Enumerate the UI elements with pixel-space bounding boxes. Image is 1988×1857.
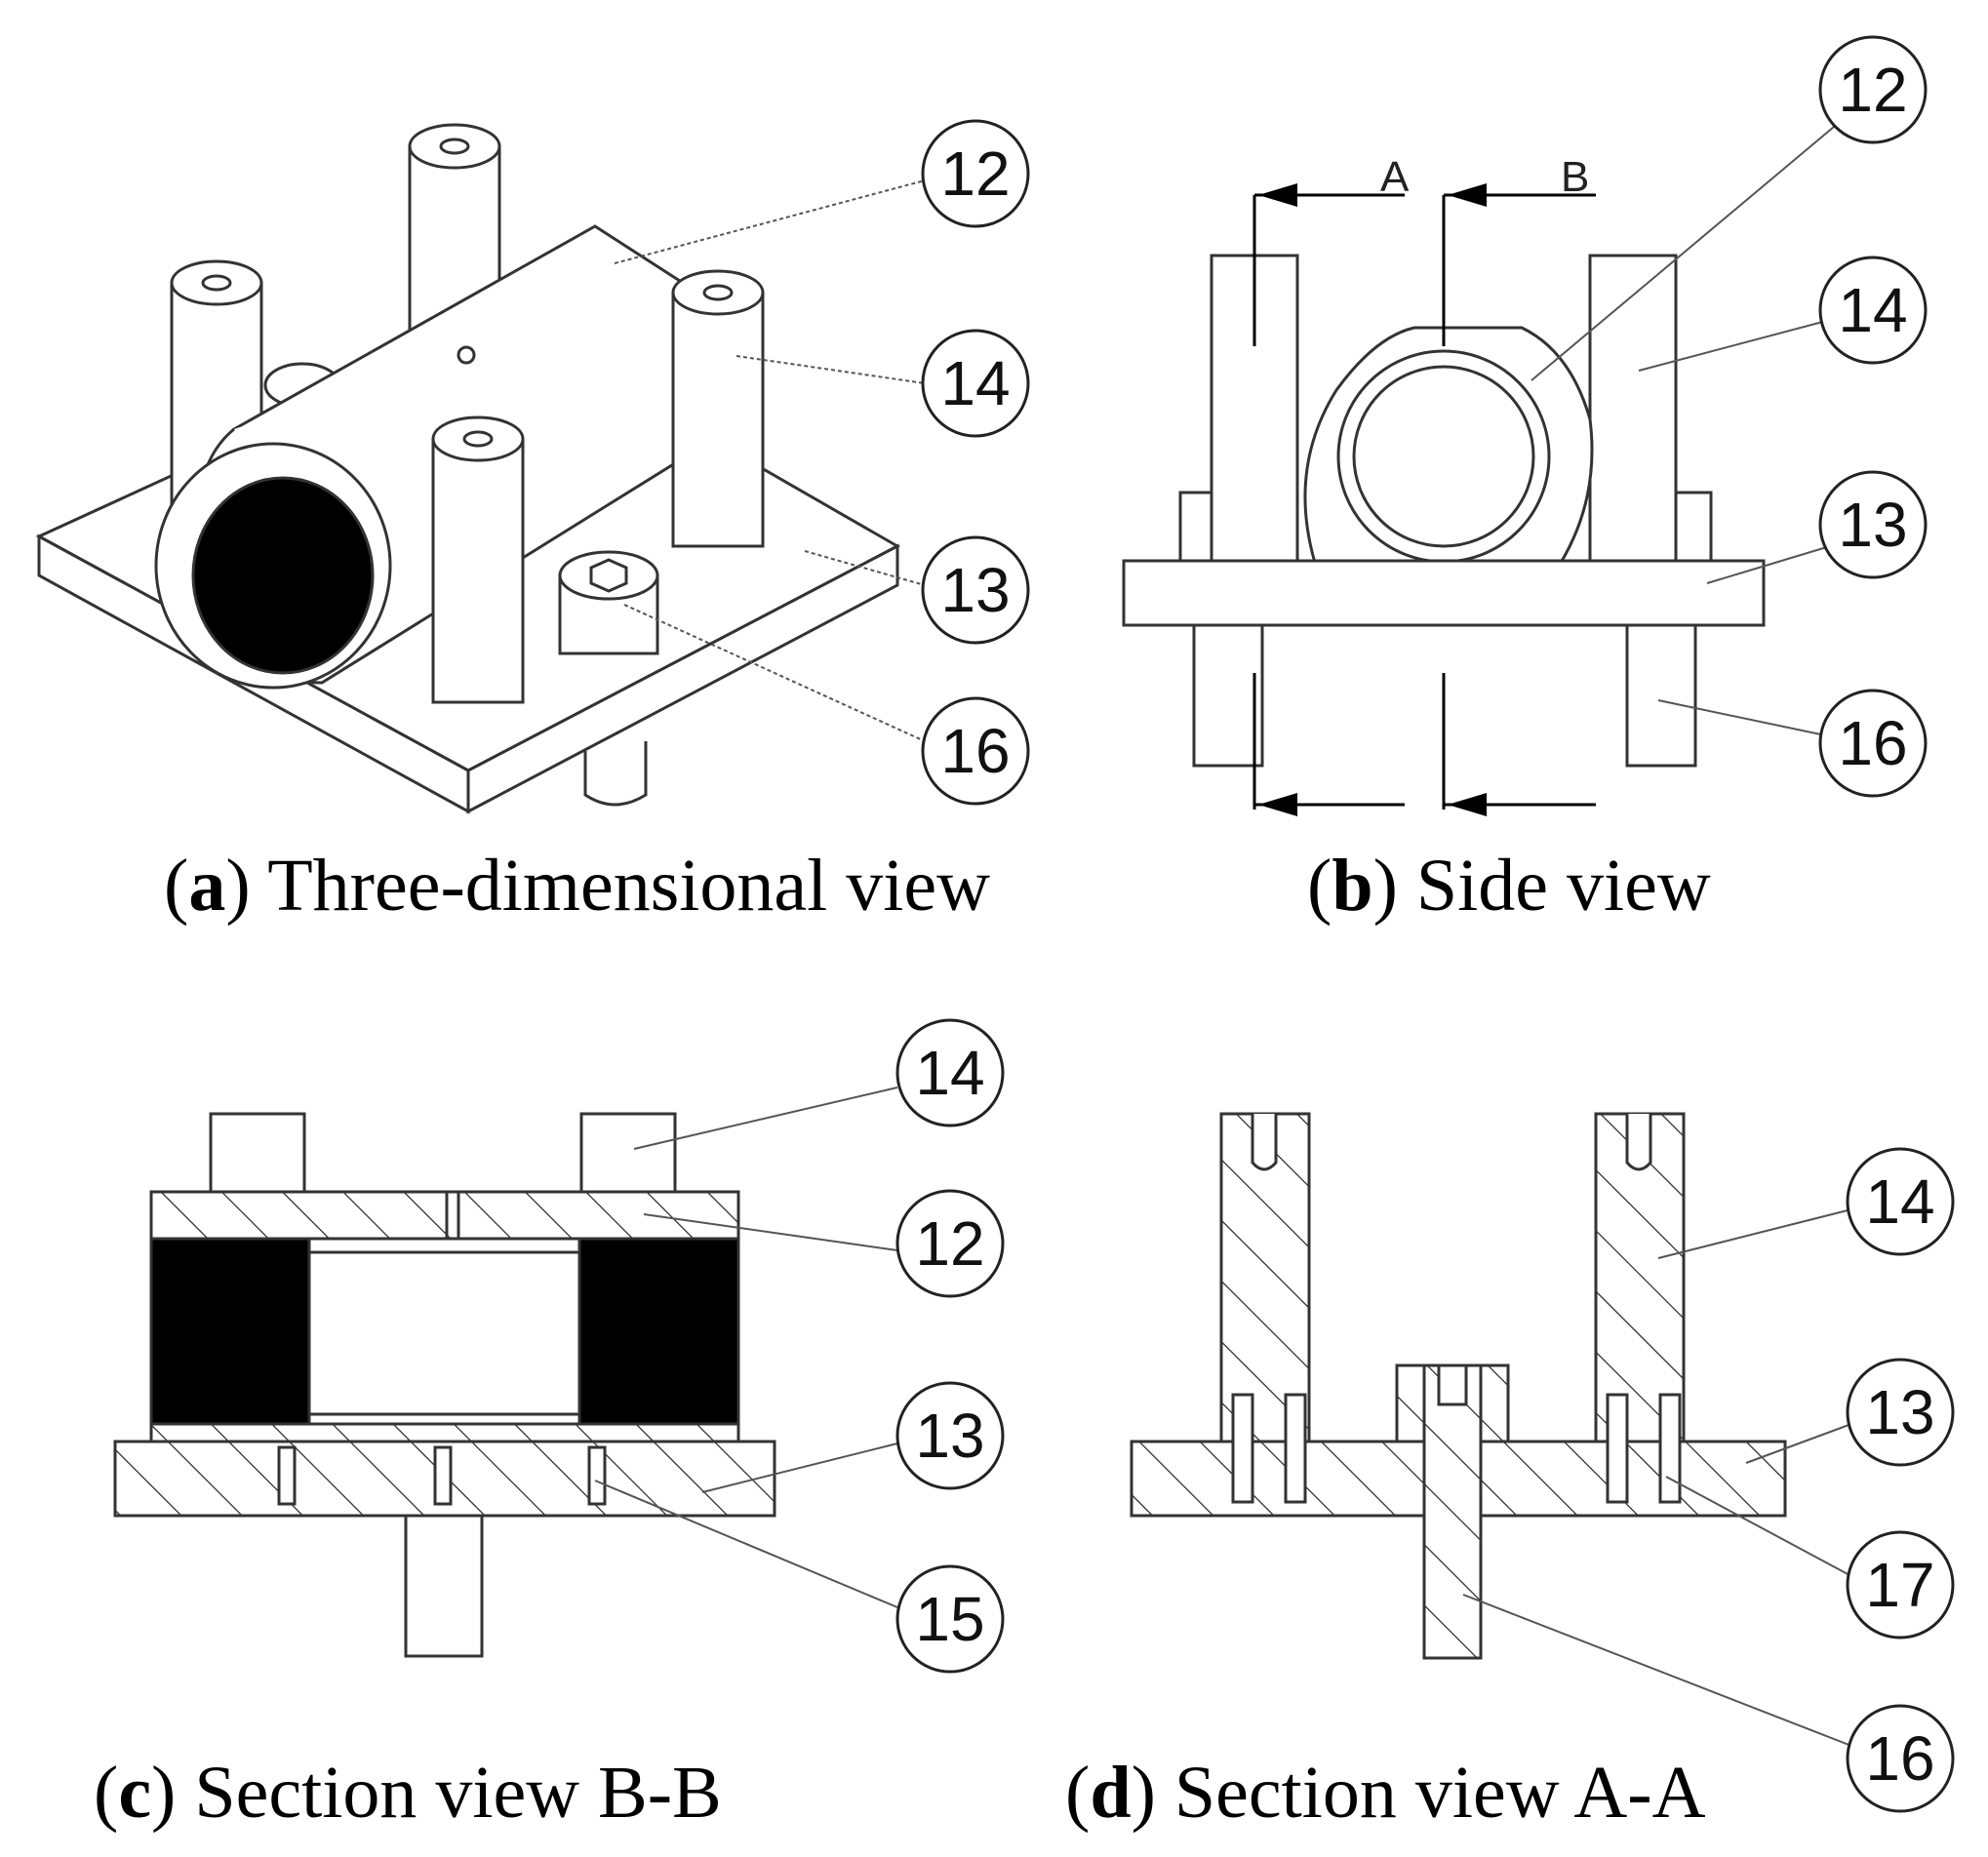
caption-a-letter: a	[188, 845, 226, 927]
caption-b: (b) Side view	[1307, 845, 1711, 927]
callout-bubble-a-1: 12	[921, 119, 1030, 228]
callout-bubble-d-3: 17	[1846, 1530, 1955, 1640]
section-mark-a: A	[1380, 153, 1410, 201]
callout-bubble-b-1: 12	[1818, 35, 1928, 144]
rubber-pad-right	[577, 1237, 740, 1426]
caption-c: (c) Section view B-B	[94, 1752, 722, 1834]
bore-inner	[1352, 365, 1535, 548]
callout-label-a-4: 16	[940, 716, 1010, 786]
panel-c-leaders	[594, 1087, 898, 1608]
callout-label-a-1: 12	[940, 138, 1010, 209]
callout-bubble-c-4: 15	[895, 1564, 1005, 1674]
callout-bubble-d-1: 14	[1846, 1147, 1955, 1256]
panel-c-drawing	[113, 1112, 776, 1658]
caption-b-letter: b	[1332, 845, 1373, 927]
callout-label-d-3: 17	[1865, 1550, 1934, 1620]
caption-d: (d) Section view A-A	[1065, 1752, 1706, 1834]
caption-c-title: Section view B-B	[194, 1752, 722, 1834]
post-front-middle	[431, 437, 525, 704]
centre-pin-shaft	[1422, 1363, 1483, 1660]
caption-d-letter: d	[1090, 1752, 1132, 1834]
callout-bubble-d-2: 13	[1846, 1358, 1955, 1467]
base-plate-side	[466, 543, 899, 814]
section-cut-lines	[1252, 183, 1596, 816]
section-marks: A B	[1380, 153, 1589, 201]
callout-label-c-4: 15	[915, 1584, 984, 1654]
callout-label-b-4: 16	[1838, 708, 1907, 778]
callout-label-d-4: 16	[1865, 1723, 1934, 1794]
callout-bubble-a-3: 13	[921, 535, 1030, 645]
callout-label-d-2: 13	[1865, 1377, 1934, 1447]
post-front-right	[671, 291, 765, 548]
base-plate-side	[1122, 559, 1766, 627]
callout-bubble-a-2: 14	[921, 329, 1030, 438]
callout-bubble-a-4: 16	[921, 696, 1030, 806]
caption-d-title: Section view A-A	[1173, 1752, 1706, 1834]
panel-c-callouts: 14 12 13 15	[895, 1018, 1005, 1674]
callout-bubble-b-3: 13	[1818, 470, 1928, 579]
callout-label-a-3: 13	[940, 555, 1010, 625]
panel-d-leaders	[1462, 1208, 1852, 1747]
post-right	[1588, 254, 1678, 565]
callout-bubble-b-4: 16	[1818, 689, 1928, 798]
panel-a-drawing	[35, 123, 901, 814]
panel-a-leaders	[614, 179, 926, 742]
panel-b-leaders	[1531, 126, 1835, 737]
caption-a-title: Three-dimensional view	[267, 845, 990, 927]
panel-a-callouts: 12 14 13 16	[921, 119, 1030, 806]
callout-label-c-3: 13	[915, 1401, 984, 1471]
callout-label-b-1: 12	[1838, 55, 1907, 125]
panel-d-drawing	[1130, 1112, 1787, 1660]
callout-label-b-3: 13	[1838, 490, 1907, 560]
rubber-pad-left	[149, 1237, 311, 1426]
callout-label-b-2: 14	[1838, 275, 1907, 345]
caption-b-title: Side view	[1415, 845, 1711, 927]
callout-bubble-b-2: 14	[1818, 256, 1928, 365]
bottom-pin	[583, 741, 648, 807]
callout-label-a-2: 14	[940, 348, 1010, 418]
panel-b-callouts: 12 14 13 16	[1818, 35, 1928, 798]
callout-bubble-c-3: 13	[895, 1381, 1005, 1490]
block-top-section	[149, 1190, 740, 1241]
section-mark-b: B	[1561, 153, 1589, 201]
callout-label-c-2: 12	[915, 1208, 984, 1279]
panel-b-drawing	[1122, 254, 1766, 768]
callout-label-c-1: 14	[915, 1038, 984, 1108]
cylinder-bore	[191, 476, 375, 675]
callout-bubble-c-2: 12	[895, 1189, 1005, 1298]
lower-pin-left	[1192, 622, 1264, 768]
caption-c-letter: c	[118, 1752, 152, 1834]
caption-a: (a) Three-dimensional view	[164, 845, 990, 927]
callout-label-d-1: 14	[1865, 1166, 1934, 1237]
panel-d-callouts: 14 13 17 16	[1846, 1147, 1955, 1813]
callout-bubble-c-1: 14	[895, 1018, 1005, 1127]
lower-pin-right	[1625, 622, 1697, 768]
pin-below	[404, 1514, 484, 1658]
callout-bubble-d-4: 16	[1846, 1704, 1955, 1813]
